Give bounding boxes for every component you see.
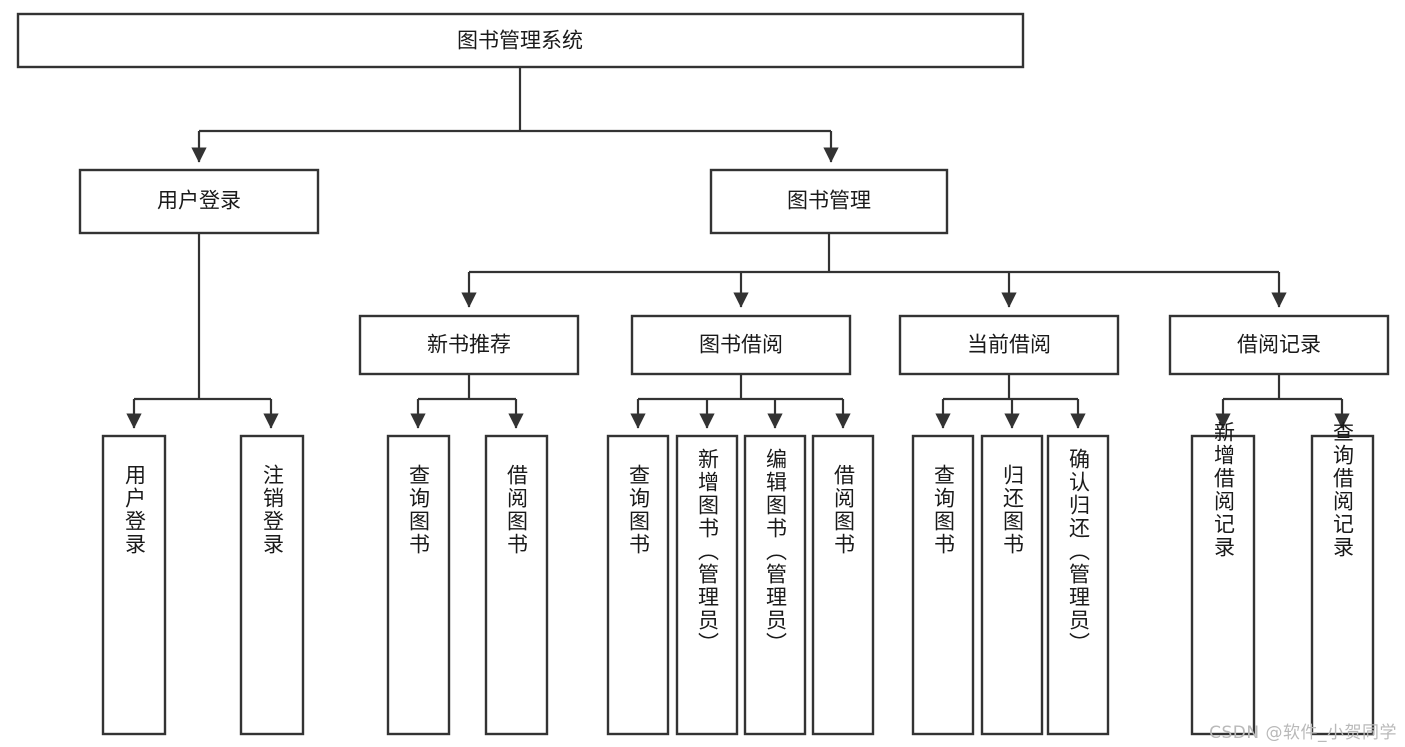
node-current-borrow-label: 当前借阅: [967, 334, 1051, 357]
edge-book-management-to-level2: [461, 233, 1287, 308]
node-leaf-user-login-label: 用户登录: [123, 464, 147, 556]
node-leaf-query-borrow-record[interactable]: 查询借阅记录: [1310, 421, 1375, 736]
node-leaf-add-book-admin-label: 新增图书（管理员）: [696, 448, 720, 655]
node-leaf-logout[interactable]: 注销登录: [239, 434, 305, 736]
node-current-borrow[interactable]: 当前借阅: [898, 314, 1120, 376]
edge-new-book-to-leaves: [410, 374, 524, 429]
node-borrow-record-label: 借阅记录: [1237, 334, 1321, 357]
node-leaf-add-book-admin[interactable]: 新增图书（管理员）: [675, 434, 739, 736]
node-user-login[interactable]: 用户登录: [78, 168, 320, 235]
node-leaf-borrow-book-new-label: 借阅图书: [505, 464, 529, 556]
node-borrow-record[interactable]: 借阅记录: [1168, 314, 1390, 376]
edge-root-to-level1: [191, 67, 839, 163]
node-leaf-borrow-book[interactable]: 借阅图书: [811, 434, 875, 736]
edge-borrow-record-to-leaves: [1215, 374, 1350, 429]
node-leaf-return-book-label: 归还图书: [1001, 464, 1025, 556]
node-leaf-query-book-current-label: 查询图书: [932, 464, 956, 556]
node-new-book-recommend[interactable]: 新书推荐: [358, 314, 580, 376]
node-book-borrow-label: 图书借阅: [699, 334, 783, 357]
node-leaf-query-book-borrow-label: 查询图书: [627, 464, 651, 556]
node-leaf-query-borrow-record-label: 查询借阅记录: [1331, 421, 1355, 559]
node-new-book-recommend-label: 新书推荐: [427, 334, 511, 357]
node-book-management-label: 图书管理: [787, 190, 871, 213]
node-user-login-label: 用户登录: [157, 190, 241, 213]
node-leaf-user-login[interactable]: 用户登录: [101, 434, 167, 736]
node-leaf-add-borrow-record[interactable]: 新增借阅记录: [1190, 421, 1256, 736]
node-leaf-confirm-return-admin-label: 确认归还（管理员）: [1067, 448, 1091, 655]
node-leaf-borrow-book-new[interactable]: 借阅图书: [484, 434, 549, 736]
node-leaf-add-borrow-record-label: 新增借阅记录: [1212, 421, 1236, 559]
node-leaf-query-book-new[interactable]: 查询图书: [386, 434, 451, 736]
node-leaf-edit-book-admin[interactable]: 编辑图书（管理员）: [743, 434, 807, 736]
node-leaf-query-book-borrow[interactable]: 查询图书: [606, 434, 670, 736]
node-leaf-confirm-return-admin[interactable]: 确认归还（管理员）: [1046, 434, 1110, 736]
node-leaf-query-book-current[interactable]: 查询图书: [911, 434, 975, 736]
node-leaf-query-book-new-label: 查询图书: [407, 464, 431, 556]
node-leaf-edit-book-admin-label: 编辑图书（管理员）: [764, 448, 788, 655]
edge-current-borrow-to-leaves: [935, 374, 1086, 429]
node-book-borrow[interactable]: 图书借阅: [630, 314, 852, 376]
node-leaf-return-book[interactable]: 归还图书: [980, 434, 1044, 736]
node-leaf-logout-label: 注销登录: [261, 464, 285, 556]
node-root-label: 图书管理系统: [457, 30, 583, 53]
edge-book-borrow-to-leaves: [630, 374, 851, 429]
edge-user-login-to-leaves: [126, 233, 279, 429]
node-book-management[interactable]: 图书管理: [709, 168, 949, 235]
node-leaf-borrow-book-label: 借阅图书: [832, 464, 856, 556]
node-root[interactable]: 图书管理系统: [16, 12, 1025, 69]
